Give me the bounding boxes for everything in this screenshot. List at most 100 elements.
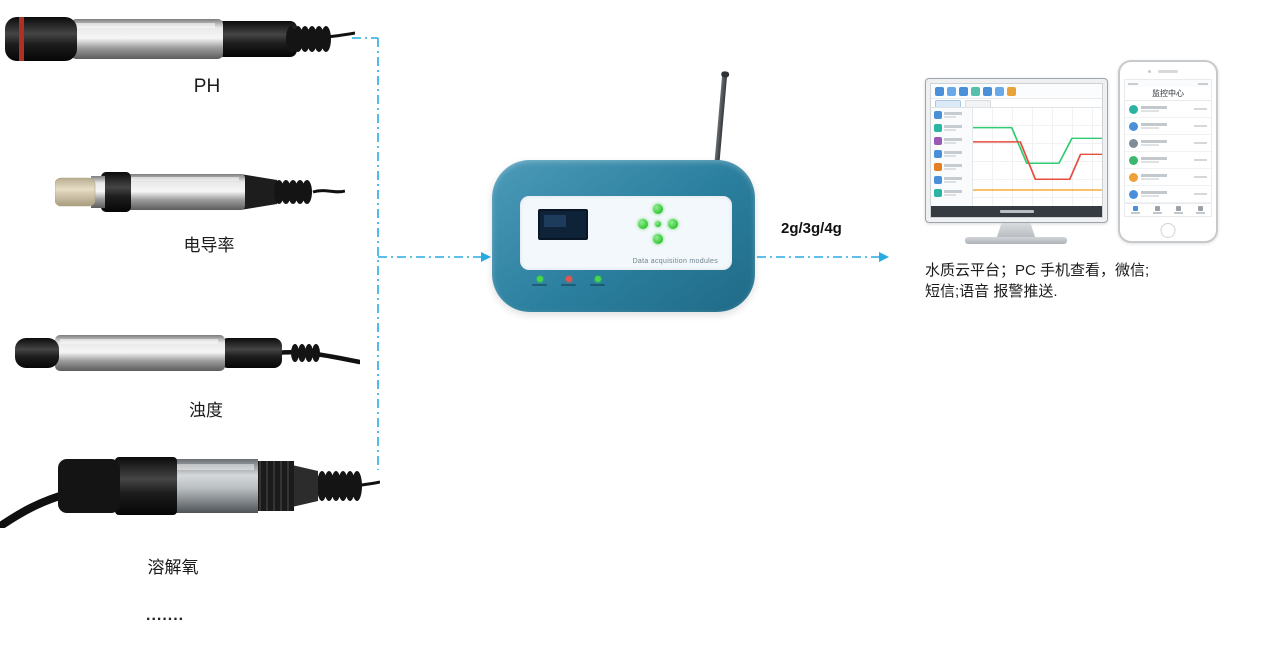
phone-app-title: 监控中心: [1152, 89, 1184, 98]
conductivity-sensor-image: [55, 172, 345, 212]
monitor-screen: [930, 83, 1103, 218]
list-item-value-bar: [1194, 192, 1207, 196]
module-front-panel: Data acquisition modules: [520, 196, 732, 270]
led-center: [655, 221, 661, 227]
sensor-label-turbidity: 浊度: [189, 401, 223, 420]
nav-home-icon: [1133, 206, 1139, 212]
phone-screen: 监控中心: [1124, 79, 1212, 217]
module-lcd-display: [538, 209, 588, 240]
sidebar-row-icon: [934, 124, 942, 132]
list-item-icon: [1129, 138, 1138, 148]
list-item: [1125, 152, 1211, 169]
pc-monitor: [925, 78, 1108, 248]
monitor-trend-chart: [973, 108, 1102, 206]
monitor-tab-active: [935, 100, 961, 107]
network-indicator-label-bar: [590, 284, 605, 286]
monitor-body: [931, 108, 1102, 206]
sidebar-row-icon: [934, 163, 942, 171]
sidebar-row: [934, 163, 969, 171]
network-indicator: [590, 276, 605, 286]
smartphone: 监控中心: [1118, 60, 1218, 243]
sidebar-row: [934, 124, 969, 132]
platform-description-line2: 短信;语音 报警推送.: [925, 283, 1058, 300]
toolbar-icon: [935, 86, 944, 96]
toolbar-icon: [983, 86, 992, 96]
arrowhead-to-platform: [879, 252, 889, 262]
sidebar-row: [934, 111, 969, 119]
platform-description: 水质云平台；PC 手机查看，微信; 短信;语音 报警推送.: [925, 260, 1268, 302]
list-item-value-bar: [1194, 158, 1207, 162]
sidebar-row-icon: [934, 137, 942, 145]
nav-item: [1190, 204, 1212, 216]
sidebar-row: [934, 176, 969, 184]
arrowhead-to-module: [481, 252, 491, 262]
led-top: [653, 204, 663, 214]
nav-item: [1168, 204, 1190, 216]
sensor-label-conductivity: 电导率: [183, 236, 235, 255]
list-item-value-bar: [1194, 175, 1207, 179]
nav-monitor-icon: [1154, 206, 1160, 212]
monitor-stand-neck: [997, 223, 1035, 237]
toolbar-icon: [995, 86, 1004, 96]
more-sensors-ellipsis: .......: [146, 607, 185, 624]
power-indicator-icon: [536, 276, 543, 282]
led-bottom: [653, 234, 663, 244]
power-indicator-label-bar: [532, 284, 547, 286]
sensor-label-ph: PH: [193, 76, 221, 97]
sidebar-row: [934, 189, 969, 197]
phone-bottom-nav: [1125, 203, 1211, 216]
alarm-indicator-icon: [565, 276, 572, 282]
nav-profile-icon: [1197, 206, 1203, 212]
toolbar-icon: [971, 86, 980, 96]
list-item: [1125, 135, 1211, 152]
toolbar-icon: [1007, 86, 1016, 96]
list-item-icon: [1129, 172, 1138, 182]
nav-item: [1147, 204, 1169, 216]
monitor-stand-base: [965, 237, 1067, 244]
toolbar-icon: [947, 86, 956, 96]
sidebar-row-icon: [934, 111, 942, 119]
network-link-label: 2g/3g/4g: [781, 220, 842, 237]
phone-app-header: 监控中心: [1125, 87, 1211, 101]
list-item-icon: [1129, 121, 1138, 131]
power-indicator: [532, 276, 547, 286]
sidebar-row: [934, 150, 969, 158]
monitor-tab: [965, 100, 991, 107]
phone-sensor-list: [1125, 101, 1211, 203]
status-bar-left: [1128, 82, 1138, 85]
alarm-indicator: [561, 276, 576, 286]
turbidity-sensor-image: [15, 335, 360, 371]
nav-alarm-icon: [1176, 206, 1182, 212]
list-item-icon: [1129, 104, 1138, 114]
network-indicator-icon: [594, 276, 601, 282]
nav-item: [1125, 204, 1147, 216]
led-left: [638, 219, 648, 229]
ph-sensor-image: [5, 17, 355, 61]
antenna: [714, 74, 728, 169]
sensor-label-dissolved-oxygen: 溶解氧: [147, 558, 199, 577]
alarm-indicator-label-bar: [561, 284, 576, 286]
toolbar-icon: [959, 86, 968, 96]
list-item-value-bar: [1194, 107, 1207, 111]
monitor-sidebar: [931, 108, 973, 206]
dissolved-oxygen-sensor-image: [0, 457, 380, 528]
list-item-icon: [1129, 155, 1138, 165]
monitor-toolbar: [931, 84, 1102, 99]
module-label: Data acquisition modules: [632, 258, 718, 265]
monitor-frame: [925, 78, 1108, 223]
status-bar-right: [1198, 82, 1208, 85]
sidebar-row-icon: [934, 176, 942, 184]
platform-description-line1: 水质云平台；PC 手机查看，微信;: [925, 262, 1150, 279]
monitor-footer-text-bar: [999, 210, 1034, 213]
list-item-value-bar: [1194, 141, 1207, 145]
phone-status-bar: [1125, 80, 1211, 87]
led-right: [668, 219, 678, 229]
list-item: [1125, 186, 1211, 203]
list-item: [1125, 169, 1211, 186]
sidebar-row-icon: [934, 189, 942, 197]
monitor-footer: [931, 206, 1102, 217]
sidebar-row-icon: [934, 150, 942, 158]
phone-speaker: [1158, 70, 1178, 73]
sidebar-row: [934, 137, 969, 145]
